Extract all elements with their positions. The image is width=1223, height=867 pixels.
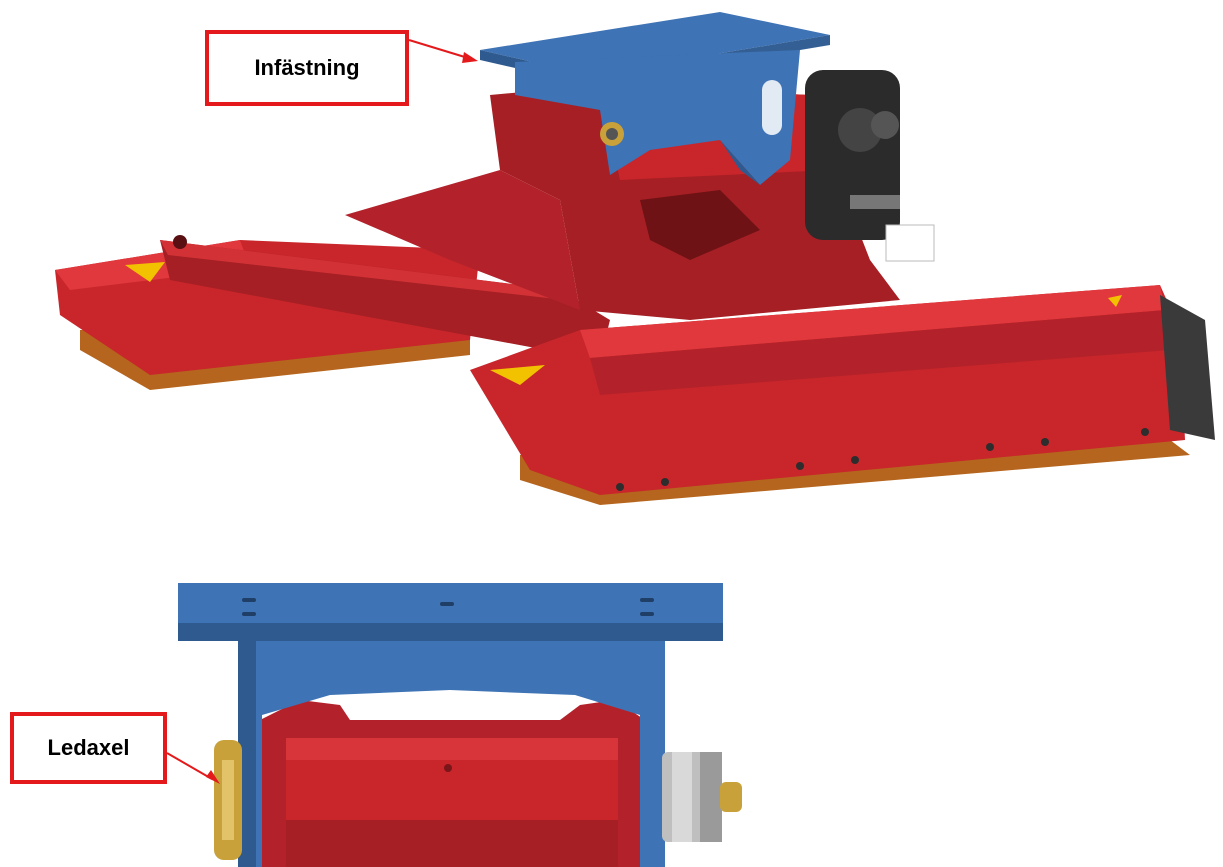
deck-bolts — [616, 428, 1149, 491]
right-warning-sticker — [490, 365, 545, 385]
main-beam — [160, 240, 610, 360]
left-warning-sticker — [125, 262, 165, 282]
brand-sticker — [885, 224, 935, 262]
pivot-nut — [662, 752, 742, 842]
mounting-plate-3d — [480, 12, 830, 185]
label-ledaxel: Ledaxel — [47, 735, 130, 760]
mount-blue-frame — [238, 641, 665, 867]
label-infastning: Infästning — [254, 55, 360, 80]
infastning-leader-arrow — [408, 39, 478, 63]
rear-brush — [1160, 295, 1215, 440]
hydraulic-motor — [805, 70, 900, 240]
callout-infastning: Infästning — [205, 30, 409, 106]
mount-front-view — [178, 583, 742, 867]
mower-assembly-3d — [55, 12, 1215, 505]
callout-ledaxel: Ledaxel — [10, 712, 167, 784]
side-gusset — [345, 170, 580, 310]
ledaxel-leader-arrow — [166, 752, 220, 784]
